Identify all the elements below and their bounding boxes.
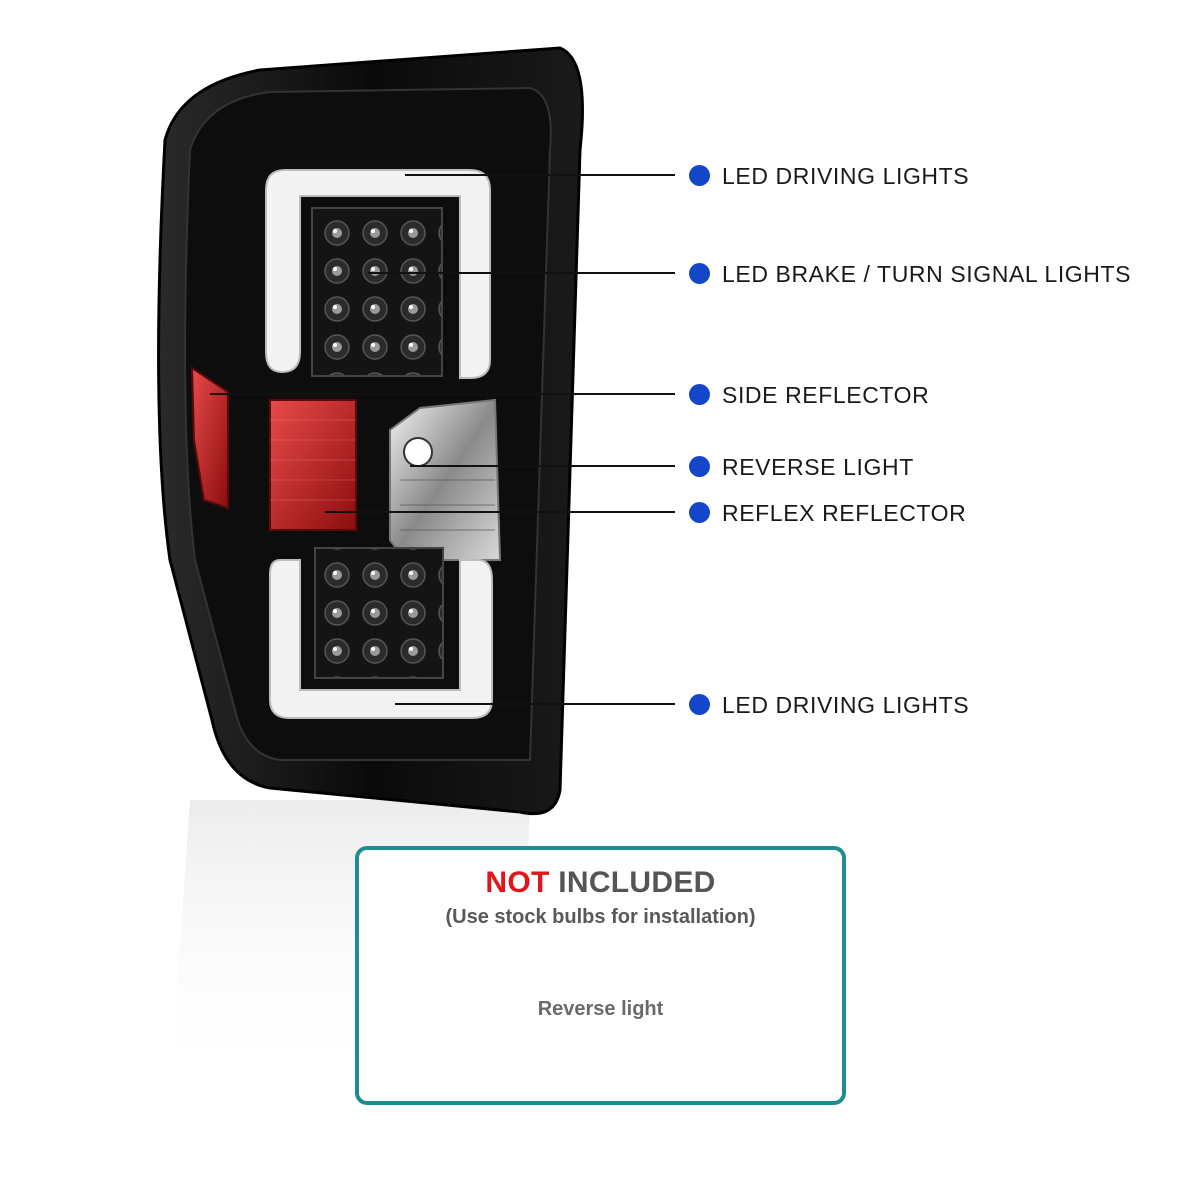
callout-dot	[689, 384, 710, 405]
callout-dot	[689, 456, 710, 477]
not-highlight: NOT	[485, 866, 550, 899]
callout-led-driving-lights-top: LED DRIVING LIGHTS	[722, 163, 970, 189]
callout-reverse-light: REVERSE LIGHT	[722, 454, 914, 480]
stock-bulbs-note: (Use stock bulbs for installation)	[445, 906, 756, 928]
not-included-box: NOT INCLUDED (Use stock bulbs for instal…	[355, 846, 846, 1105]
leader-line-driving-bottom	[395, 703, 675, 705]
callout-led-driving-lights-bottom: LED DRIVING LIGHTS	[722, 692, 970, 718]
leader-line-reverse	[410, 465, 675, 467]
not-included-title: NOT INCLUDED	[359, 866, 842, 900]
leader-line-side-reflector	[210, 393, 675, 395]
leader-line-reflex	[325, 511, 675, 513]
callout-led-brake-turn-signal: LED BRAKE / TURN SIGNAL LIGHTS	[722, 261, 1132, 287]
callout-dot	[689, 694, 710, 715]
callout-reflex-reflector: REFLEX REFLECTOR	[722, 500, 967, 526]
included-text: INCLUDED	[558, 866, 716, 899]
leader-line-driving-top	[405, 174, 675, 176]
callout-dot	[689, 502, 710, 523]
callout-side-reflector: SIDE REFLECTOR	[722, 382, 930, 408]
leader-line-brake-turn	[368, 272, 675, 274]
not-included-item: Reverse light	[537, 998, 664, 1020]
callout-dot	[689, 263, 710, 284]
callout-dot	[689, 165, 710, 186]
